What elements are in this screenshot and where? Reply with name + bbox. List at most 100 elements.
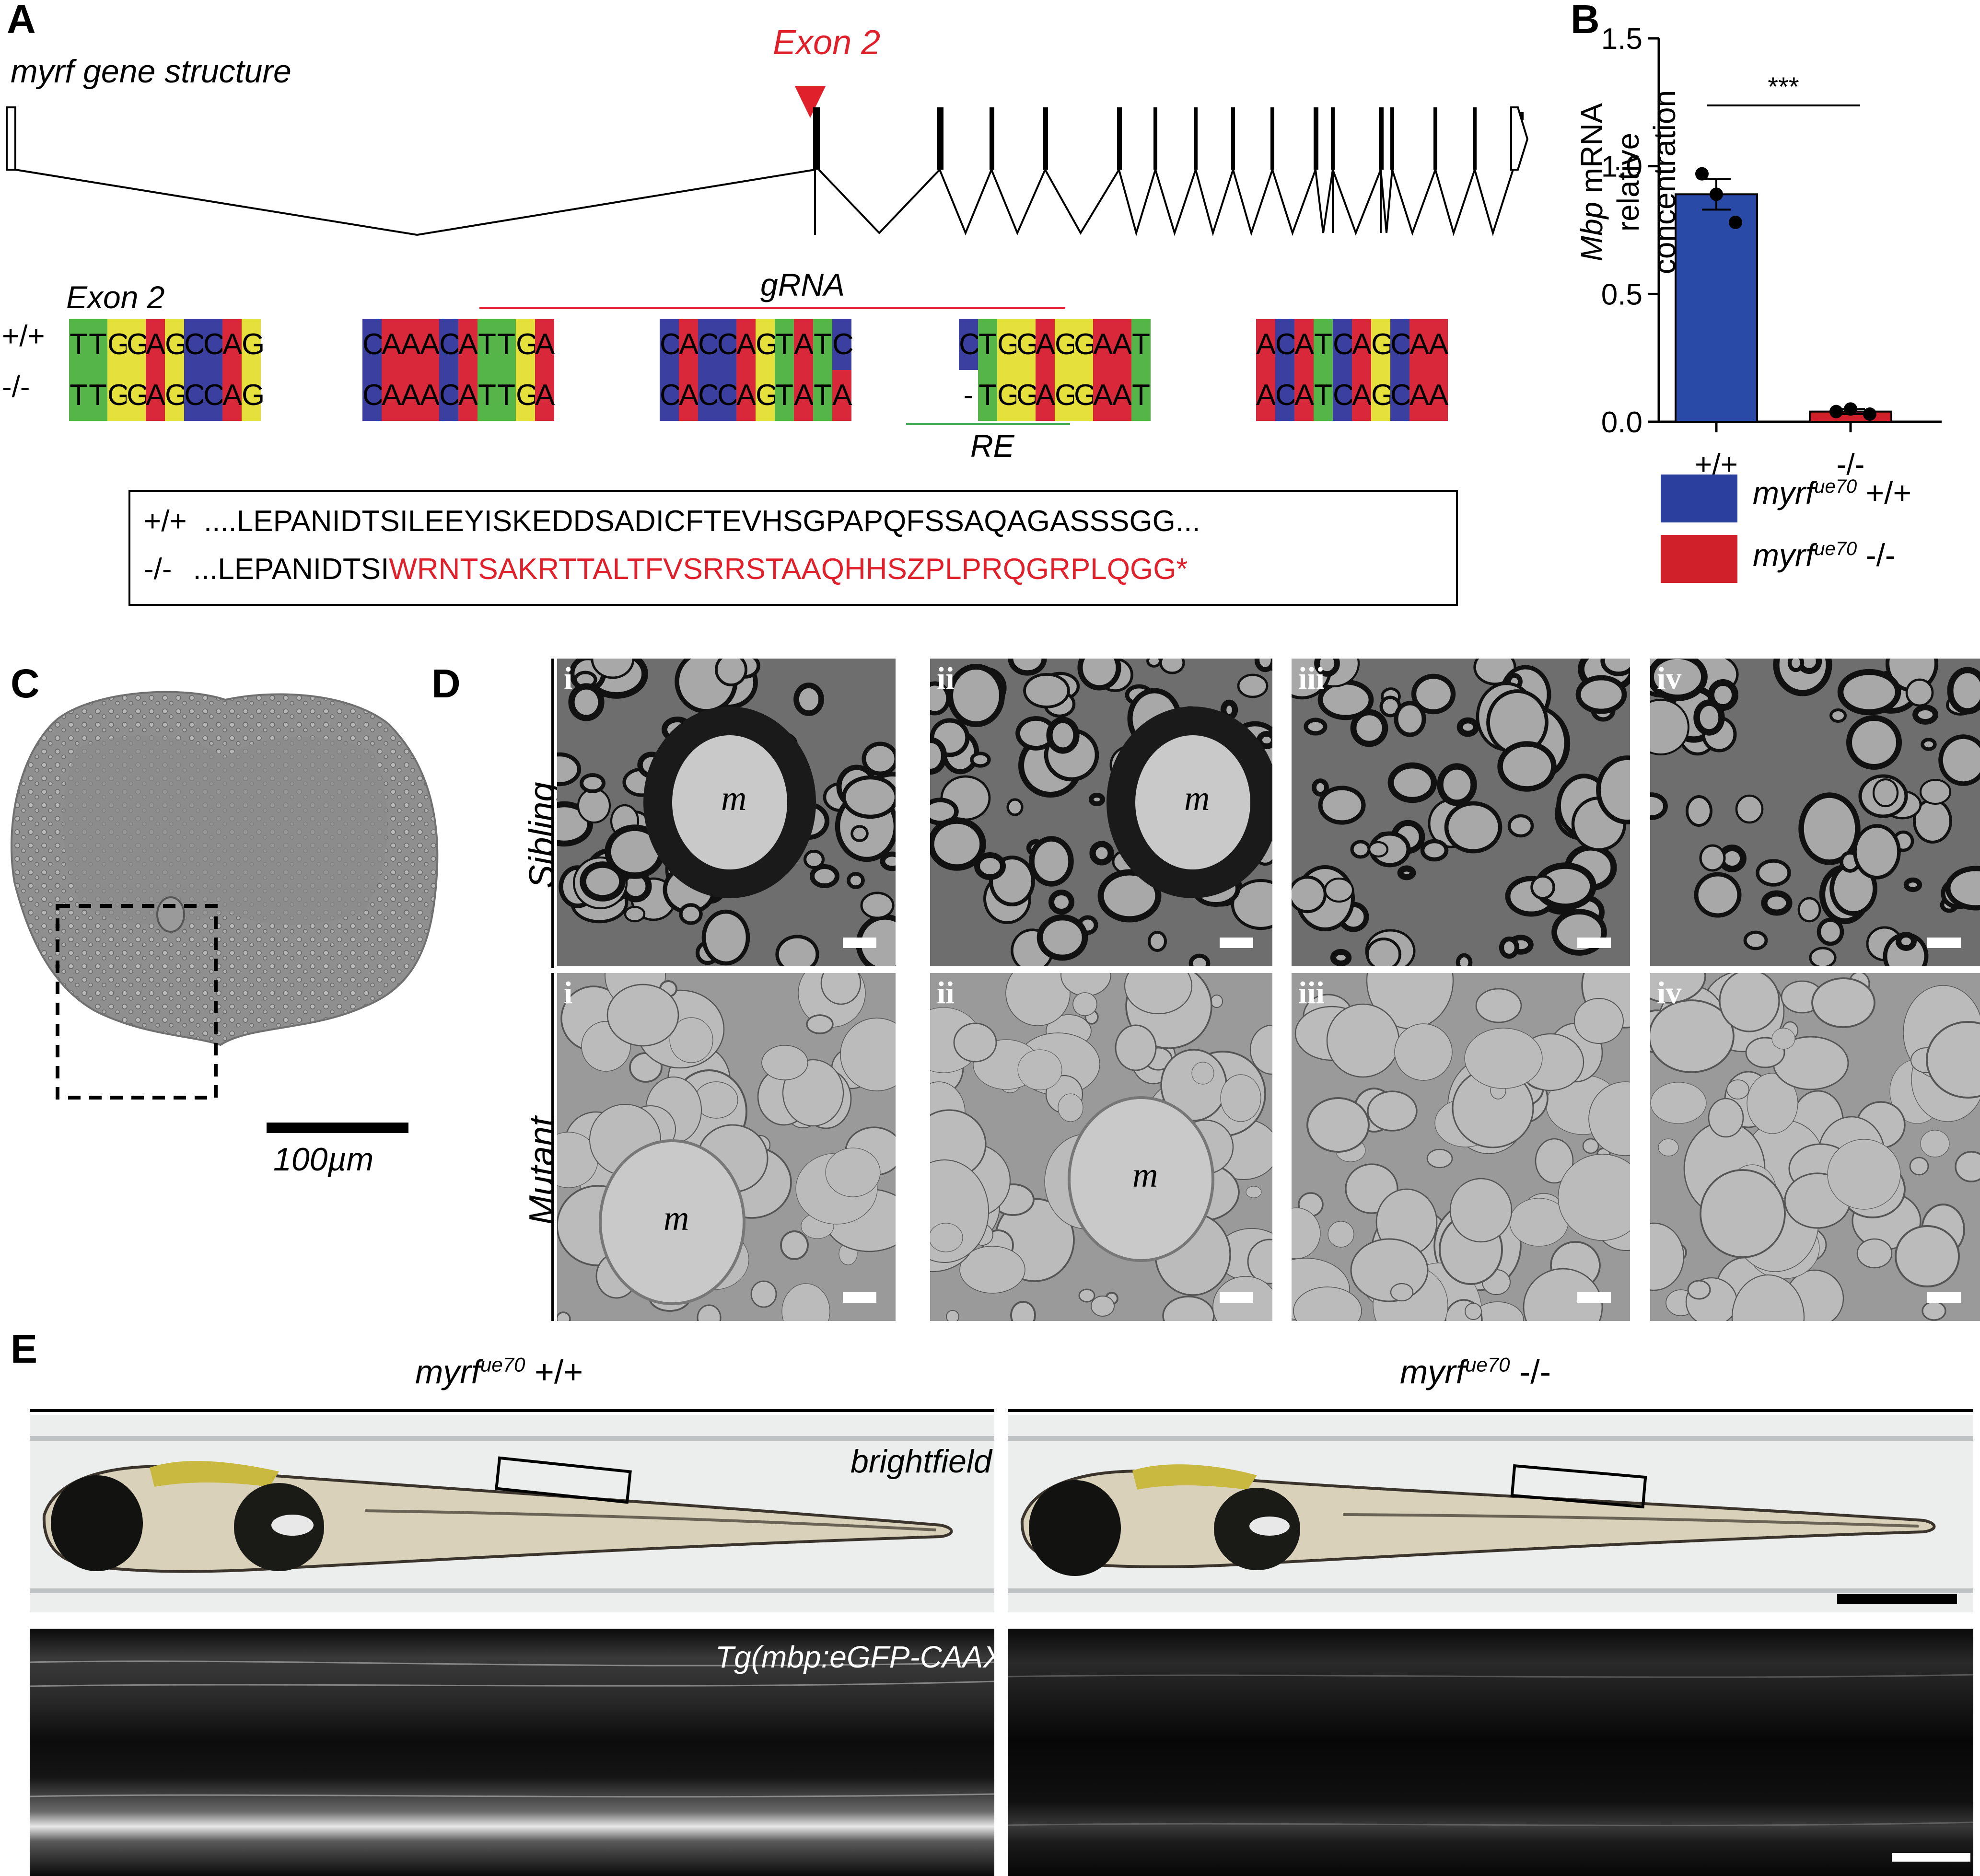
nucleotide: G bbox=[165, 370, 188, 421]
em-scalebar bbox=[1577, 938, 1611, 948]
nucleotide: A bbox=[420, 370, 440, 421]
nucleotide: A bbox=[736, 319, 756, 370]
grna-label: gRNA bbox=[760, 267, 845, 302]
brightfield-image-mut bbox=[1008, 1415, 1973, 1612]
nucleotide: A bbox=[1112, 370, 1132, 421]
nucleotide: A bbox=[736, 370, 756, 421]
nucleotide: A bbox=[382, 370, 401, 421]
nucleotide: C bbox=[959, 319, 980, 370]
gene-structure-title: myrf gene structure bbox=[11, 53, 291, 90]
nucleotide: G bbox=[997, 319, 1020, 370]
nucleotide: C bbox=[203, 370, 225, 421]
em-image-mutant-3: iii bbox=[1292, 973, 1630, 1321]
row-label-sibling: Sibling bbox=[522, 782, 562, 889]
nucleotide: A bbox=[535, 370, 555, 421]
nucleotide: G bbox=[516, 319, 539, 370]
nucleotide: C bbox=[1390, 319, 1412, 370]
nucleotide: C bbox=[698, 319, 720, 370]
nucleotide: C bbox=[1275, 370, 1297, 421]
em-image-mutant-4: iv bbox=[1650, 973, 1980, 1321]
nucleotide: C bbox=[362, 319, 384, 370]
em-scalebar bbox=[1220, 1292, 1253, 1303]
nucleotide: - bbox=[959, 370, 978, 421]
nucleotide: A bbox=[401, 370, 420, 421]
myelin-label: m bbox=[1184, 779, 1210, 818]
nucleotide: C bbox=[203, 319, 225, 370]
nucleotide: A bbox=[679, 370, 699, 421]
re-line bbox=[906, 423, 1070, 425]
transgene-label: Tg(mbp:eGFP-CAAX) bbox=[715, 1640, 1014, 1674]
nucleotide: G bbox=[107, 319, 130, 370]
nucleotide: G bbox=[242, 319, 265, 370]
nucleotide: A bbox=[1409, 319, 1429, 370]
nucleotide: A bbox=[1294, 370, 1314, 421]
em-numeral: i bbox=[564, 661, 573, 696]
data-point bbox=[1844, 402, 1857, 416]
nucleotide: A bbox=[832, 370, 852, 421]
em-numeral: iv bbox=[1657, 975, 1682, 1010]
fluorescence-scalebar bbox=[1892, 1853, 1970, 1862]
nucleotide: G bbox=[242, 370, 265, 421]
panel-d-row-divider-top bbox=[551, 659, 554, 968]
nucleotide: C bbox=[660, 370, 681, 421]
em-image-sibling-3: iii bbox=[1292, 659, 1630, 966]
panel-e-title-mut: myrfue70 -/- bbox=[1400, 1353, 1551, 1390]
nucleotide: G bbox=[107, 370, 130, 421]
nucleotide: T bbox=[978, 370, 997, 421]
nucleotide: T bbox=[978, 319, 997, 370]
em-numeral: iii bbox=[1298, 975, 1325, 1010]
nucleotide: A bbox=[458, 370, 478, 421]
nucleotide: A bbox=[458, 319, 478, 370]
nucleotide: G bbox=[1055, 370, 1078, 421]
nucleotide: A bbox=[420, 319, 440, 370]
nucleotide: G bbox=[516, 370, 539, 421]
em-image-sibling-4: iv bbox=[1650, 659, 1980, 966]
legend-swatch-wt bbox=[1661, 475, 1737, 522]
panel-d-row-divider-bottom bbox=[551, 973, 554, 1321]
myelin-label: m bbox=[721, 779, 747, 818]
nucleotide: C bbox=[1333, 370, 1354, 421]
nucleotide: T bbox=[88, 370, 107, 421]
nucleotide: G bbox=[1371, 319, 1394, 370]
protein-mut-label: -/- bbox=[144, 553, 172, 586]
panel-c-scalebar bbox=[267, 1123, 408, 1133]
nucleotide: C bbox=[832, 319, 854, 370]
nucleotide: G bbox=[127, 370, 150, 421]
panel-e-rule-wt bbox=[30, 1409, 994, 1412]
nucleotide: A bbox=[146, 319, 165, 370]
grna-line bbox=[479, 307, 1065, 309]
nucleotide: T bbox=[478, 370, 497, 421]
nucleotide: T bbox=[813, 319, 832, 370]
panel-c-scale-label: 100µm bbox=[273, 1141, 374, 1178]
nucleotide: C bbox=[184, 370, 206, 421]
nucleotide: G bbox=[1074, 370, 1097, 421]
fluorescence-image-mut bbox=[1008, 1629, 1973, 1876]
protein-mut-frameshift: WRNTSAKRTTALTFVSRRSTAAQHHSZPLPRQGRPLQGG* bbox=[389, 553, 1188, 586]
panel-d-label: D bbox=[431, 661, 461, 706]
nucleotide: A bbox=[1409, 370, 1429, 421]
nucleotide: A bbox=[401, 319, 420, 370]
nucleotide: T bbox=[1131, 370, 1151, 421]
y-tick-label: 1.0 bbox=[1601, 151, 1642, 184]
nucleotide: A bbox=[1352, 370, 1372, 421]
nucleotide: T bbox=[497, 370, 516, 421]
protein-row-wt: +/+ ....LEPANIDTSILEEYISKEDDSADICFTEVHSG… bbox=[144, 504, 1200, 538]
nucleotide: A bbox=[1429, 319, 1448, 370]
nucleotide: A bbox=[146, 370, 165, 421]
legend-label-mut: myrfue70 -/- bbox=[1753, 537, 1896, 573]
em-scalebar bbox=[1220, 938, 1253, 948]
nucleotide: C bbox=[439, 370, 461, 421]
em-numeral: ii bbox=[937, 661, 955, 696]
nucleotide: G bbox=[756, 370, 779, 421]
em-scalebar bbox=[1577, 1292, 1611, 1303]
nucleotide: A bbox=[535, 319, 555, 370]
em-numeral: ii bbox=[937, 975, 955, 1010]
em-numeral: i bbox=[564, 975, 573, 1010]
panel-e-label: E bbox=[11, 1326, 38, 1371]
em-numeral: iii bbox=[1298, 661, 1325, 696]
nucleotide: A bbox=[222, 370, 242, 421]
